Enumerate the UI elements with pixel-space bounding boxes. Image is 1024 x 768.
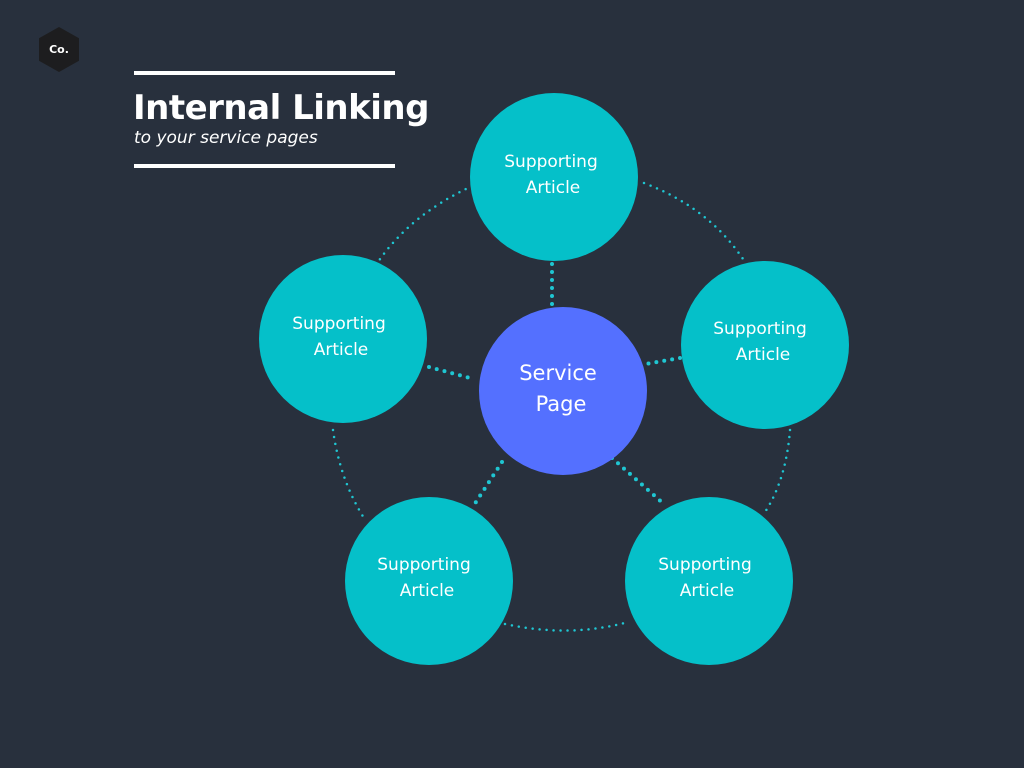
satellite-left-circle	[259, 255, 427, 423]
connector-right-bottomright	[763, 428, 792, 514]
satellite-left-label-line1: Supporting	[292, 314, 386, 334]
satellite-bottom-right-label-line2: Article	[680, 581, 735, 601]
satellite-bottom-left-label-line2: Article	[400, 581, 455, 601]
satellite-bottom-left-circle	[345, 497, 513, 665]
satellite-right: Supporting Article	[681, 261, 849, 429]
spoke-bottom-right	[610, 456, 667, 507]
spoke-right	[644, 356, 682, 366]
satellite-top-label-line2: Article	[526, 178, 581, 198]
satellite-left: Supporting Article	[259, 255, 427, 423]
satellite-top-label-line1: Supporting	[504, 152, 598, 172]
page-title: Internal Linking	[133, 88, 429, 128]
satellite-bottom-left-label-line1: Supporting	[377, 555, 471, 575]
service-page-node: Service Page	[479, 307, 647, 475]
spoke-bottom-left	[472, 460, 504, 507]
title-bottom-rule	[134, 164, 395, 168]
satellite-left-label-line2: Article	[314, 340, 369, 360]
service-page-label-line1: Service	[519, 361, 597, 385]
outer-ring-connectors	[331, 181, 792, 632]
title-top-rule	[134, 71, 395, 75]
satellite-bottom-left: Supporting Article	[345, 497, 513, 665]
satellite-right-label-line1: Supporting	[713, 319, 807, 339]
satellite-top: Supporting Article	[470, 93, 638, 261]
spoke-connectors	[427, 262, 682, 507]
satellite-bottom-right-label-line1: Supporting	[658, 555, 752, 575]
connector-left-bottomleft	[331, 428, 366, 520]
satellite-right-circle	[681, 261, 849, 429]
logo-text: Co.	[49, 43, 69, 56]
satellite-bottom-right-circle	[625, 497, 793, 665]
satellite-bottom-right: Supporting Article	[625, 497, 793, 665]
hexagon-logo-icon	[39, 27, 79, 72]
connector-bottom	[503, 620, 630, 632]
service-page-label-line2: Page	[536, 392, 587, 416]
service-page-circle	[479, 307, 647, 475]
page-subtitle: to your service pages	[134, 128, 318, 148]
satellite-right-label-line2: Article	[736, 345, 791, 365]
connector-top-left	[376, 184, 474, 264]
spoke-left	[427, 365, 472, 380]
satellite-top-circle	[470, 93, 638, 261]
connector-top-right	[642, 181, 747, 264]
company-logo: Co.	[39, 27, 79, 72]
